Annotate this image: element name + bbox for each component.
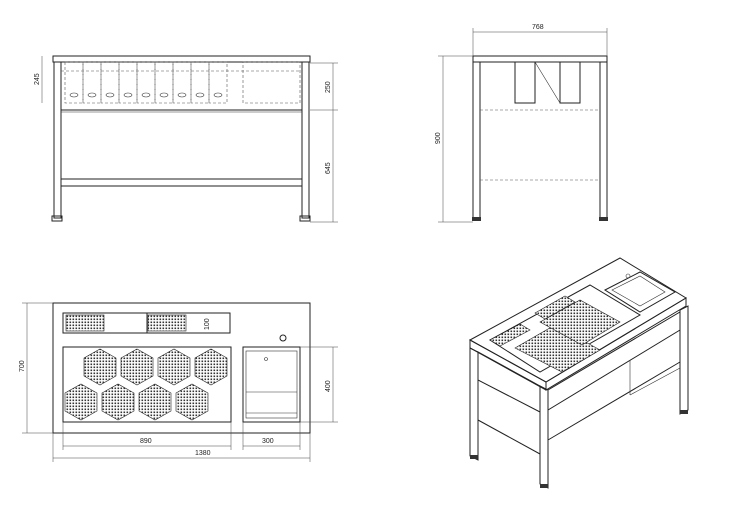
side-view: 768 900: [435, 24, 608, 223]
plan-view: 100 700 400 890 300 1380: [19, 302, 338, 462]
dim-245: 245: [34, 73, 41, 85]
dim-400: 400: [325, 380, 332, 392]
dim-700: 700: [19, 360, 26, 372]
dim-890: 890: [140, 438, 152, 445]
dim-1380: 1380: [195, 450, 211, 457]
drawer-compartments: [64, 61, 301, 104]
isometric-view: [468, 257, 689, 489]
dim-300: 300: [262, 438, 274, 445]
dim-645: 645: [325, 162, 332, 174]
drain-hole: [264, 357, 268, 361]
dim-900: 900: [435, 132, 442, 144]
front-view: 245 250 645: [34, 55, 338, 223]
tap-hole: [279, 334, 287, 342]
hex-baskets: [64, 348, 228, 421]
dim-768: 768: [532, 24, 544, 31]
dim-250: 250: [325, 81, 332, 93]
dim-100: 100: [204, 318, 211, 330]
